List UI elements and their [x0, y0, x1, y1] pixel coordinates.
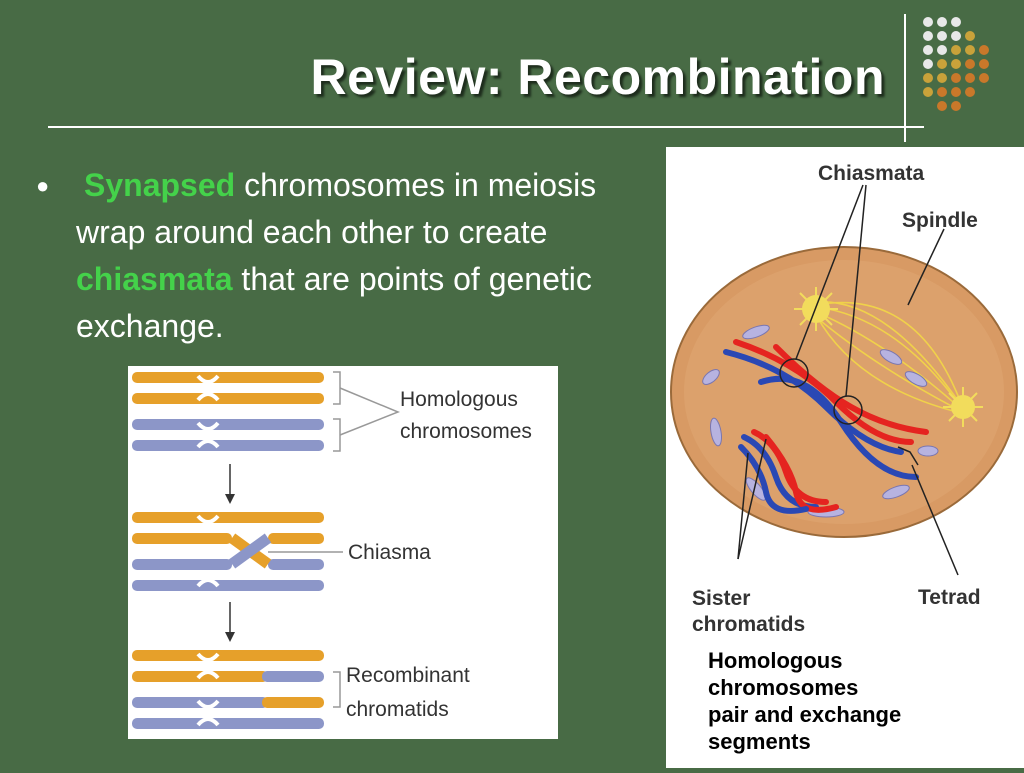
recombination-steps-diagram: Homologous chromosomes Chiasma: [128, 366, 558, 739]
highlight-synapsed: Synapsed: [84, 167, 236, 203]
dot-row-7: [937, 101, 961, 111]
bullet-text-segment-2: that are points of genetic exchange.: [76, 261, 592, 344]
label-chiasma: Chiasma: [348, 541, 431, 564]
label-recombinant-line1: Recombinant: [346, 664, 470, 687]
recombinant-bracket: [333, 671, 341, 708]
bullet-point: ● Synapsed chromosomes in meiosis wrap a…: [36, 162, 656, 350]
highlight-chiasmata: chiasmata: [76, 261, 233, 297]
bullet-body: Synapsed chromosomes in meiosis wrap aro…: [76, 162, 656, 350]
bullet-dot-icon: ●: [36, 173, 50, 198]
caption-line2: chromosomes: [708, 675, 858, 700]
corner-divider: [904, 14, 906, 142]
recombination-steps-svg: Homologous chromosomes Chiasma: [132, 371, 532, 729]
caption-line1: Homologous: [708, 648, 842, 673]
caption-line4: segments: [708, 729, 811, 754]
cell-meiosis-diagram: Chiasmata Spindle Sister chromatids Tetr…: [666, 147, 1024, 768]
dot-row-3: [923, 45, 989, 55]
label-spindle: Spindle: [902, 209, 978, 232]
label-sister-line2: chromatids: [692, 613, 805, 636]
dot-row-4: [923, 59, 989, 69]
chiasma-circle-1: [779, 358, 809, 388]
caption-line3: pair and exchange: [708, 702, 901, 727]
dot-row-6: [923, 87, 975, 97]
recombinant-pair: [132, 650, 324, 729]
label-chiasmata: Chiasmata: [818, 162, 925, 185]
chiasma-pair: [132, 512, 324, 591]
spindle-pole-right: [943, 387, 983, 427]
cell-meiosis-svg: Chiasmata Spindle Sister chromatids Tetr…: [670, 162, 1018, 754]
label-homologous-line1: Homologous: [400, 388, 518, 411]
dot-row-5: [923, 73, 989, 83]
label-homologous-line2: chromosomes: [400, 420, 532, 443]
dot-row-1: [923, 17, 961, 27]
pointer-lines: [737, 184, 959, 576]
decorative-dot-grid: [923, 17, 989, 111]
slide-title: Review: Recombination: [310, 49, 885, 105]
down-arrow-2-head: [225, 632, 235, 642]
homologous-pair-orange: [132, 372, 324, 404]
chiasma-circle-2: [833, 395, 863, 425]
down-arrow-1-head: [225, 494, 235, 504]
label-sister-line1: Sister: [692, 587, 750, 610]
homologous-pair-blue: [132, 419, 324, 451]
label-recombinant-line2: chromatids: [346, 698, 449, 721]
label-tetrad: Tetrad: [918, 586, 981, 609]
bullet-text-segment-1: chromosomes in meiosis wrap around each …: [76, 167, 597, 250]
dot-row-2: [923, 31, 975, 41]
title-divider: [48, 126, 924, 128]
